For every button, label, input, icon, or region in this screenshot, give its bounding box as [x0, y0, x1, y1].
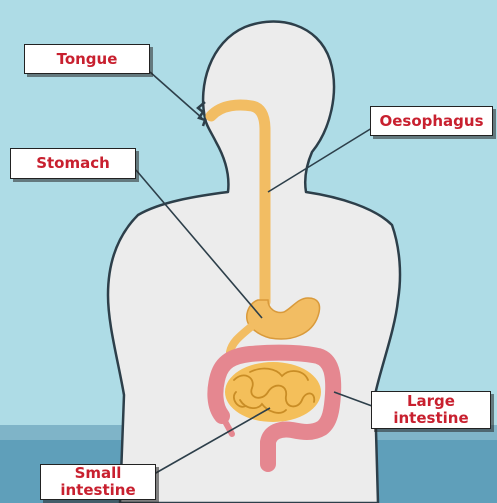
label-small-intestine: Small intestine	[40, 464, 156, 500]
label-tongue: Tongue	[24, 44, 150, 74]
label-large-intestine: Large intestine	[371, 391, 491, 429]
label-stomach: Stomach	[10, 148, 136, 179]
label-oesophagus: Oesophagus	[370, 106, 493, 136]
small-intestine	[225, 362, 321, 422]
